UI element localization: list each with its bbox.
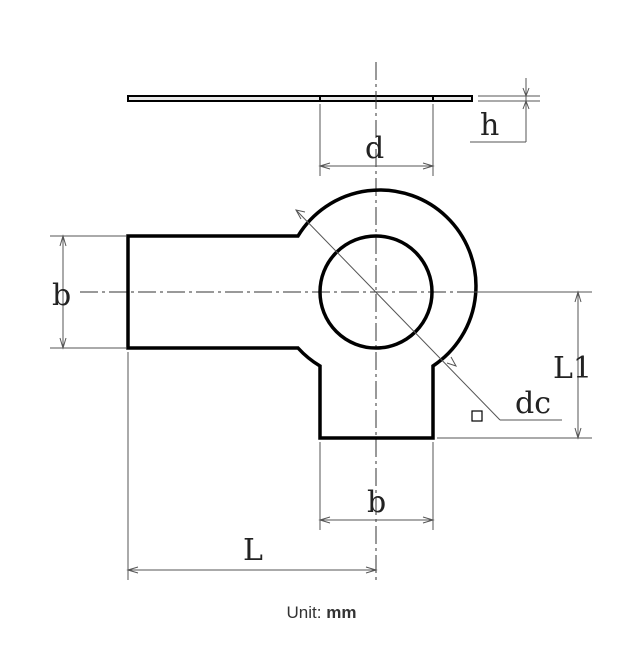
dimension-b-bottom [318, 442, 435, 530]
label-h: h [480, 108, 499, 143]
center-hole [318, 234, 434, 350]
dc-marker-square [471, 410, 483, 422]
dimension-d [318, 104, 435, 176]
unit-caption: Unit: mm [0, 603, 643, 623]
label-b-left: b [52, 278, 71, 313]
label-d: d [365, 131, 384, 166]
unit-label: Unit: [286, 603, 322, 622]
unit-value: mm [326, 603, 357, 622]
plan-view [126, 188, 478, 440]
label-l: L [243, 533, 263, 568]
dimension-l [126, 352, 378, 580]
dimension-h [470, 78, 540, 143]
label-l1: L1 [553, 351, 592, 386]
centerlines [80, 62, 590, 580]
dimension-b-left [50, 234, 126, 350]
part-outline [126, 188, 478, 440]
dimension-dc [295, 209, 562, 422]
dimension-l1 [437, 290, 592, 440]
label-b-bottom: b [367, 485, 386, 520]
side-view [127, 95, 473, 102]
label-dc: dc [515, 386, 551, 421]
side-view-plate [127, 95, 473, 102]
